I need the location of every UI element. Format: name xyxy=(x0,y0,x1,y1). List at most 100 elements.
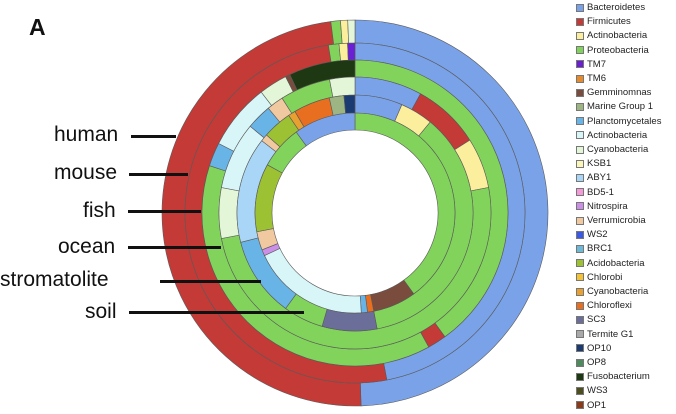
legend-label: TM6 xyxy=(587,73,606,84)
legend-item: Gemminomnas xyxy=(576,86,651,99)
legend-swatch xyxy=(576,131,584,140)
legend-label: Nitrospira xyxy=(587,200,628,212)
legend-item: Actinobacteria xyxy=(576,29,647,42)
ring-label-soil: soil xyxy=(85,300,117,323)
ring-stromatolite xyxy=(236,94,474,332)
legend-swatch xyxy=(576,230,584,239)
legend-label: Planctomycetales xyxy=(587,115,662,127)
legend-item: Actinobacteria xyxy=(576,129,647,142)
legend-label: Acidobacteria xyxy=(587,257,645,269)
legend-label: Bacteroidetes xyxy=(587,2,646,13)
legend-swatch xyxy=(576,344,584,353)
legend-swatch xyxy=(576,216,584,225)
legend-swatch xyxy=(576,301,584,310)
legend-label: Verrumicrobia xyxy=(587,215,646,226)
legend-swatch xyxy=(576,31,584,40)
ring-pointer-fish xyxy=(128,210,201,213)
legend-swatch xyxy=(576,88,584,97)
legend-label: KSB1 xyxy=(587,158,612,170)
legend-label: Marine Group 1 xyxy=(587,101,654,113)
legend-label: BRC1 xyxy=(587,243,613,255)
legend-item: WS2 xyxy=(576,228,608,241)
legend-swatch xyxy=(576,202,584,211)
legend-label: OP1 xyxy=(587,399,607,411)
ring-pointer-stromatolite xyxy=(160,280,261,283)
legend-item: Fusobacterium xyxy=(576,370,650,383)
ring-label-fish: fish xyxy=(83,199,116,222)
ring-pointer-ocean xyxy=(128,246,221,249)
legend-item: Cyanobacteria xyxy=(576,285,648,298)
legend-swatch xyxy=(576,60,584,69)
ring-soil-segment xyxy=(295,112,356,147)
legend-swatch xyxy=(576,330,584,339)
legend-swatch xyxy=(576,74,584,83)
ring-mouse-segment xyxy=(338,42,349,62)
ring-label-mouse: mouse xyxy=(54,161,118,184)
legend-swatch xyxy=(576,244,584,253)
legend-swatch xyxy=(576,159,584,168)
legend-label: ABY1 xyxy=(587,172,612,184)
legend-item: Termite G1 xyxy=(576,328,633,341)
legend-label: Termite G1 xyxy=(587,328,634,340)
legend-item: Cyanobacteria xyxy=(576,143,648,156)
legend-label: BD5-1 xyxy=(587,186,614,198)
legend-swatch xyxy=(576,17,584,26)
legend-item: Chlorobi xyxy=(576,271,622,284)
ring-label-ocean: ocean xyxy=(58,235,116,258)
legend-item: Bacteroidetes xyxy=(576,1,645,14)
legend-item: SC3 xyxy=(576,313,605,326)
legend-swatch xyxy=(576,273,584,282)
legend-label: TM7 xyxy=(587,58,606,70)
legend-label: OP8 xyxy=(587,357,607,368)
legend-item: Planctomycetales xyxy=(576,115,661,128)
legend-item: TM6 xyxy=(576,72,606,85)
ring-label-stromatolite: stromatolite xyxy=(0,268,109,291)
legend-swatch xyxy=(576,401,584,410)
ring-ocean-segment xyxy=(218,187,240,239)
legend-swatch xyxy=(576,173,584,182)
ring-label-human: human xyxy=(54,123,119,146)
legend-label: OP10 xyxy=(587,342,612,354)
legend-item: Proteobacteria xyxy=(576,44,649,57)
legend-item: Chloroflexi xyxy=(576,299,632,312)
legend-label: Chloroflexi xyxy=(587,300,632,312)
legend-item: BD5-1 xyxy=(576,186,614,199)
legend-swatch xyxy=(576,358,584,367)
legend-label: Fusobacterium xyxy=(587,371,650,383)
legend-label: Actinobacteria xyxy=(587,30,648,42)
legend-item: Marine Group 1 xyxy=(576,100,653,113)
legend-item: KSB1 xyxy=(576,157,611,170)
legend-swatch xyxy=(576,102,584,111)
legend-label: SC3 xyxy=(587,314,606,326)
legend-swatch xyxy=(576,188,584,197)
legend-item: BRC1 xyxy=(576,242,612,255)
panel-letter: A xyxy=(29,14,46,40)
legend-label: Proteobacteria xyxy=(587,44,649,56)
legend-swatch xyxy=(576,287,584,296)
legend-item: OP10 xyxy=(576,342,611,355)
legend-swatch xyxy=(576,3,584,12)
legend-swatch xyxy=(576,259,584,268)
legend-swatch xyxy=(576,145,584,154)
legend-swatch xyxy=(576,46,584,55)
legend-label: Gemminomnas xyxy=(587,87,652,99)
ring-pointer-soil xyxy=(129,311,304,314)
legend-label: WS3 xyxy=(587,385,608,397)
legend-label: Cyanobacteria xyxy=(587,144,649,155)
ring-pointer-human xyxy=(131,135,176,138)
legend-item: Verrumicrobia xyxy=(576,214,646,227)
legend-label: WS2 xyxy=(587,229,608,241)
legend-item: Firmicutes xyxy=(576,15,631,28)
legend-label: Actinobacteria xyxy=(587,129,648,141)
legend-swatch xyxy=(576,372,584,381)
ring-human-segment xyxy=(340,19,349,44)
ring-mouse-segment xyxy=(347,42,356,61)
ring-pointer-mouse xyxy=(129,173,188,176)
legend-item: TM7 xyxy=(576,58,606,71)
ring-human-segment xyxy=(347,19,356,44)
legend-label: Cyanobacteria xyxy=(587,286,649,297)
ring-ocean xyxy=(218,76,492,350)
legend-item: OP8 xyxy=(576,356,606,369)
legend-item: Acidobacteria xyxy=(576,257,645,270)
